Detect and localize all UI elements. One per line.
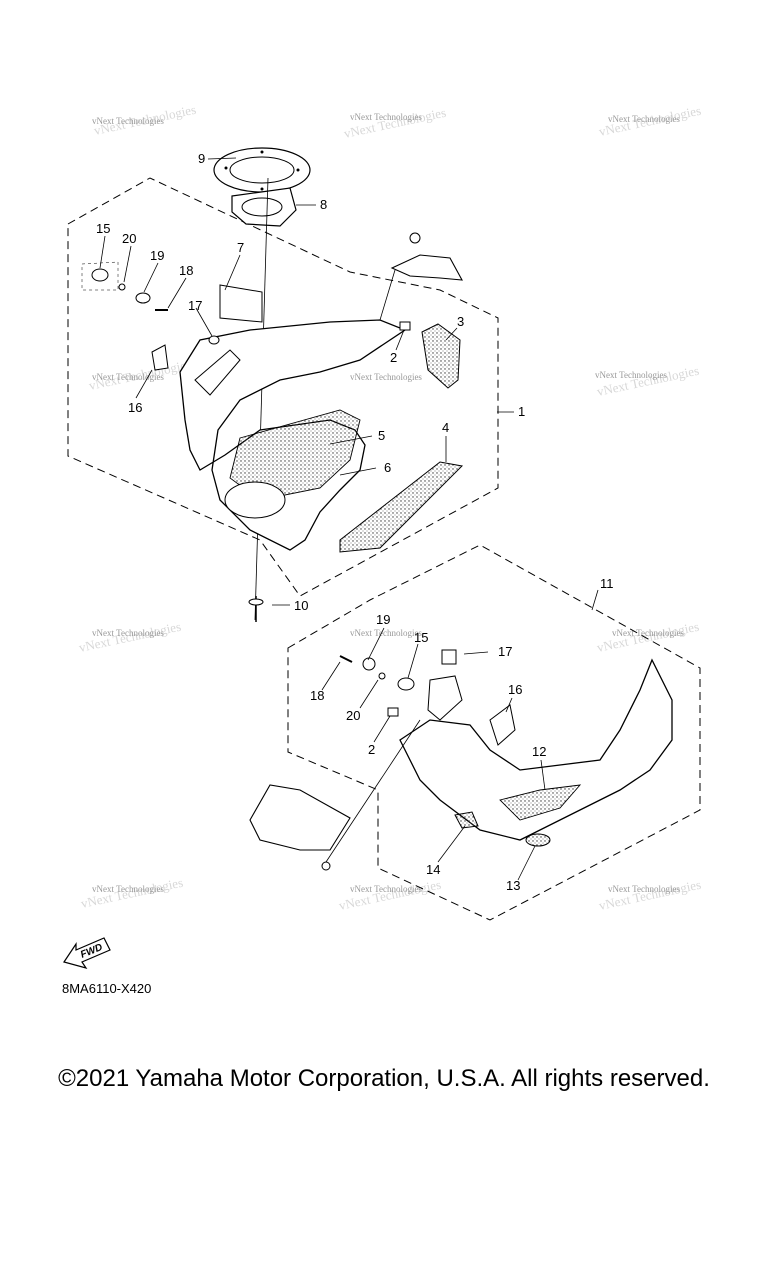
watermark: vNext Technologies (350, 884, 422, 894)
lower-cowling (399, 658, 673, 847)
callout-16-lower: 16 (508, 682, 522, 697)
callout-9: 9 (198, 151, 205, 166)
callout-14: 14 (426, 862, 440, 877)
upper-assembly-boundary (67, 177, 499, 597)
side-bracket (249, 784, 351, 851)
part-19-washer (135, 292, 151, 304)
copyright-notice: ©2021 Yamaha Motor Corporation, U.S.A. A… (58, 1065, 710, 1092)
part-19-washer-lower (362, 657, 376, 671)
watermark: vNext Technologies (608, 114, 680, 124)
fwd-arrow-icon: FWD (63, 937, 111, 970)
part-12-insulator (499, 784, 582, 821)
part-2-nut-lower (387, 707, 399, 717)
callout-20-lower: 20 (346, 708, 360, 723)
callout-12: 12 (532, 744, 546, 759)
callout-8: 8 (320, 197, 327, 212)
watermark: vNext Technologies (350, 112, 422, 122)
bracket-bolt (409, 232, 421, 244)
callout-6: 6 (384, 460, 391, 475)
part-13-pad (525, 833, 551, 847)
callout-20: 20 (122, 231, 136, 246)
diagram-code: 8MA6110-X420 (62, 981, 152, 996)
callout-19-lower: 19 (376, 612, 390, 627)
callout-18: 18 (179, 263, 193, 278)
upper-cowling (179, 319, 407, 551)
part-16-damper (151, 344, 169, 371)
part-15-grommet-lower (397, 677, 415, 691)
callout-2-lower: 2 (368, 742, 375, 757)
part-4-strip (339, 461, 464, 553)
callout-3: 3 (457, 314, 464, 329)
callout-10: 10 (294, 598, 308, 613)
reference-line (254, 177, 269, 621)
watermark: vNext Technologies (92, 884, 164, 894)
part-20-clip-lower (378, 672, 386, 680)
watermark: vNext Technologies (350, 372, 422, 382)
part-8-mount-plate (231, 187, 297, 227)
watermark-shadow: vNext Technologies (338, 877, 443, 913)
lower-assembly-boundary (287, 544, 701, 921)
callout-1: 1 (518, 404, 525, 419)
watermark-shadow: vNext Technologies (596, 363, 701, 399)
callout-15-lower: 15 (414, 630, 428, 645)
part-18-screw-lower (339, 655, 353, 663)
callout-2: 2 (390, 350, 397, 365)
part-3-pad (421, 323, 461, 389)
part-10-bolt (248, 596, 264, 622)
callout-5: 5 (378, 428, 385, 443)
part-17-nut-lower (441, 649, 457, 665)
callout-labels: 9 8 7 15 20 19 18 17 16 2 3 1 5 6 4 10 1… (96, 151, 614, 893)
leader-lines (99, 157, 599, 881)
callout-15: 15 (96, 221, 110, 236)
part-16-damper-lower (489, 704, 516, 746)
watermark-shadow: vNext Technologies (343, 105, 448, 141)
callout-17-lower: 17 (498, 644, 512, 659)
callout-16: 16 (128, 400, 142, 415)
part-7-sticker (219, 284, 263, 323)
part-17-nut (208, 335, 220, 345)
part-9-gasket (213, 147, 311, 193)
part-5-6-insulator (229, 409, 361, 501)
watermark: vNext Technologies (92, 116, 164, 126)
watermark: vNext Technologies (92, 628, 164, 638)
callout-11: 11 (600, 576, 614, 591)
part-20-clip (118, 283, 126, 291)
upper-bracket (390, 254, 463, 281)
watermark-shadow: vNext Technologies (598, 877, 703, 913)
part-14-pad (454, 811, 479, 829)
watermark: vNext Technologies (612, 628, 684, 638)
callout-18-lower: 18 (310, 688, 324, 703)
part-2-nut (399, 321, 411, 331)
watermark: vNext Technologies (595, 370, 667, 380)
watermark: vNext Technologies (608, 884, 680, 894)
watermark: vNext Technologies (350, 628, 422, 638)
callout-13: 13 (506, 878, 520, 893)
callout-7: 7 (237, 240, 244, 255)
watermark: vNext Technologies (92, 372, 164, 382)
part-15-grommet (91, 268, 109, 282)
callout-4: 4 (442, 420, 449, 435)
callout-19: 19 (150, 248, 164, 263)
callout-17: 17 (188, 298, 202, 313)
